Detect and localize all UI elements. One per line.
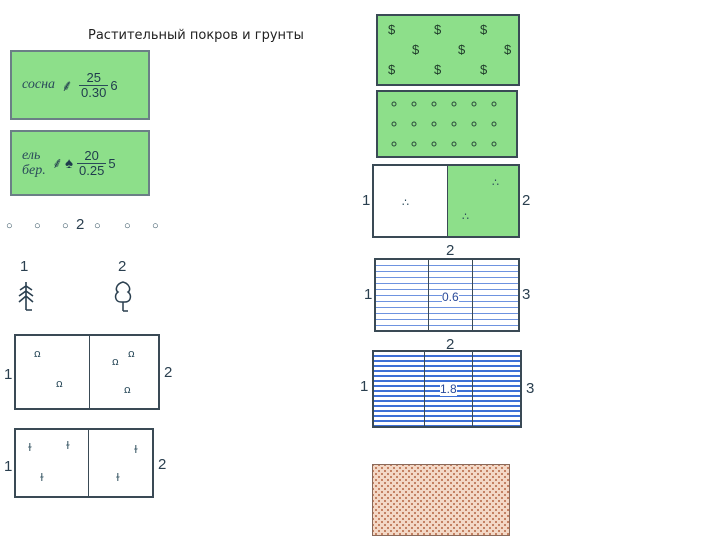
marsh2-label-left: 1 bbox=[360, 378, 369, 395]
tree-spacing: 6 bbox=[110, 77, 118, 93]
tree-symbol-icon: $ bbox=[412, 42, 420, 57]
herb-box: ɫ ɫ ɫ ɫ ɫ bbox=[14, 428, 154, 498]
tree-fraction: 20 0.25 bbox=[77, 147, 107, 178]
circle-icon: ○ bbox=[62, 220, 69, 232]
shrub-icon: ꭥ bbox=[56, 378, 63, 390]
tree-symbol-icon: $ bbox=[434, 62, 442, 77]
tree-symbol-icon: $ bbox=[480, 62, 488, 77]
page-title: Растительный покров и грунты bbox=[88, 28, 304, 43]
box-b-label-1: 1 bbox=[4, 458, 13, 475]
pine-icon: ⸙ bbox=[61, 78, 74, 95]
row-label: 2 bbox=[76, 216, 85, 233]
marsh2-label-top: 2 bbox=[446, 336, 455, 353]
tree-symbol-icon: $ bbox=[480, 22, 488, 37]
shrub-icon: ꭥ bbox=[128, 348, 135, 360]
forest-sign-mixed: ель бер. ⸙ ♠ 20 0.25 5 bbox=[10, 130, 150, 196]
shrub-split-box: ∴ ∴ ∴ bbox=[372, 164, 520, 238]
conifer-tree-icon bbox=[18, 282, 34, 311]
box-c-label-1: 1 bbox=[362, 192, 371, 209]
marsh2-label-right: 3 bbox=[526, 380, 535, 397]
tree-symbol-icon: $ bbox=[434, 22, 442, 37]
tree-fraction: 25 0.30 bbox=[79, 69, 109, 100]
marsh-box-impassable: 1.8 bbox=[372, 350, 522, 428]
shrub-icon: ꭥ bbox=[34, 348, 41, 360]
dot-grid bbox=[391, 101, 497, 147]
shrub-icon: ꭥ bbox=[112, 356, 119, 368]
marsh-box-passable: 0.6 bbox=[374, 258, 520, 332]
tree-label-1: 1 bbox=[20, 258, 29, 275]
herb-icon: ɫ bbox=[28, 442, 32, 454]
species-label: сосна bbox=[22, 77, 56, 92]
circle-icon: ○ bbox=[94, 220, 101, 232]
herb-icon: ɫ bbox=[66, 440, 70, 452]
marsh1-label-left: 1 bbox=[364, 286, 373, 303]
shrub-dots-icon: ∴ bbox=[402, 197, 409, 209]
tree-symbol-icon: $ bbox=[504, 42, 512, 57]
sand-box bbox=[372, 464, 510, 536]
species-label-2: бер. bbox=[22, 163, 46, 178]
marsh1-label-right: 3 bbox=[522, 286, 531, 303]
box-b-label-2: 2 bbox=[158, 456, 167, 473]
herb-icon: ɫ bbox=[116, 472, 120, 484]
orchard-sign: $ $ $ $ $ $ $ $ $ bbox=[376, 14, 520, 86]
tree-symbol-icon: $ bbox=[458, 42, 466, 57]
box-c-label-2: 2 bbox=[522, 192, 531, 209]
circle-icon: ○ bbox=[34, 220, 41, 232]
birch-icon: ♠ bbox=[65, 154, 73, 172]
marsh-depth-label: 0.6 bbox=[442, 290, 459, 304]
nursery-sign bbox=[376, 90, 518, 158]
circle-icon: ○ bbox=[152, 220, 159, 232]
herb-icon: ɫ bbox=[40, 472, 44, 484]
circle-icon: ○ bbox=[124, 220, 131, 232]
tree-label-2: 2 bbox=[118, 258, 127, 275]
hedge-row: ○ ○ ○ 2 ○ ○ ○ bbox=[6, 216, 166, 238]
tree-spacing: 5 bbox=[108, 155, 116, 171]
deciduous-tree-icon bbox=[114, 281, 132, 312]
box-a-label-1: 1 bbox=[4, 366, 13, 383]
marsh-depth-label: 1.8 bbox=[440, 382, 457, 396]
forest-sign-pine: сосна ⸙ 25 0.30 6 bbox=[10, 50, 150, 120]
circle-icon: ○ bbox=[6, 220, 13, 232]
marsh1-label-top: 2 bbox=[446, 242, 455, 259]
species-label-1: ель bbox=[22, 148, 41, 163]
tree-symbol-icon: $ bbox=[388, 62, 396, 77]
shrub-box: ꭥ ꭥ ꭥ ꭥ ꭥ bbox=[14, 334, 160, 410]
box-a-label-2: 2 bbox=[164, 364, 173, 381]
herb-icon: ɫ bbox=[134, 444, 138, 456]
shrub-icon: ꭥ bbox=[124, 384, 131, 396]
spruce-icon: ⸙ bbox=[51, 155, 64, 172]
shrub-dots-icon: ∴ bbox=[462, 211, 469, 223]
tree-symbol-icon: $ bbox=[388, 22, 396, 37]
shrub-dots-icon: ∴ bbox=[492, 177, 499, 189]
